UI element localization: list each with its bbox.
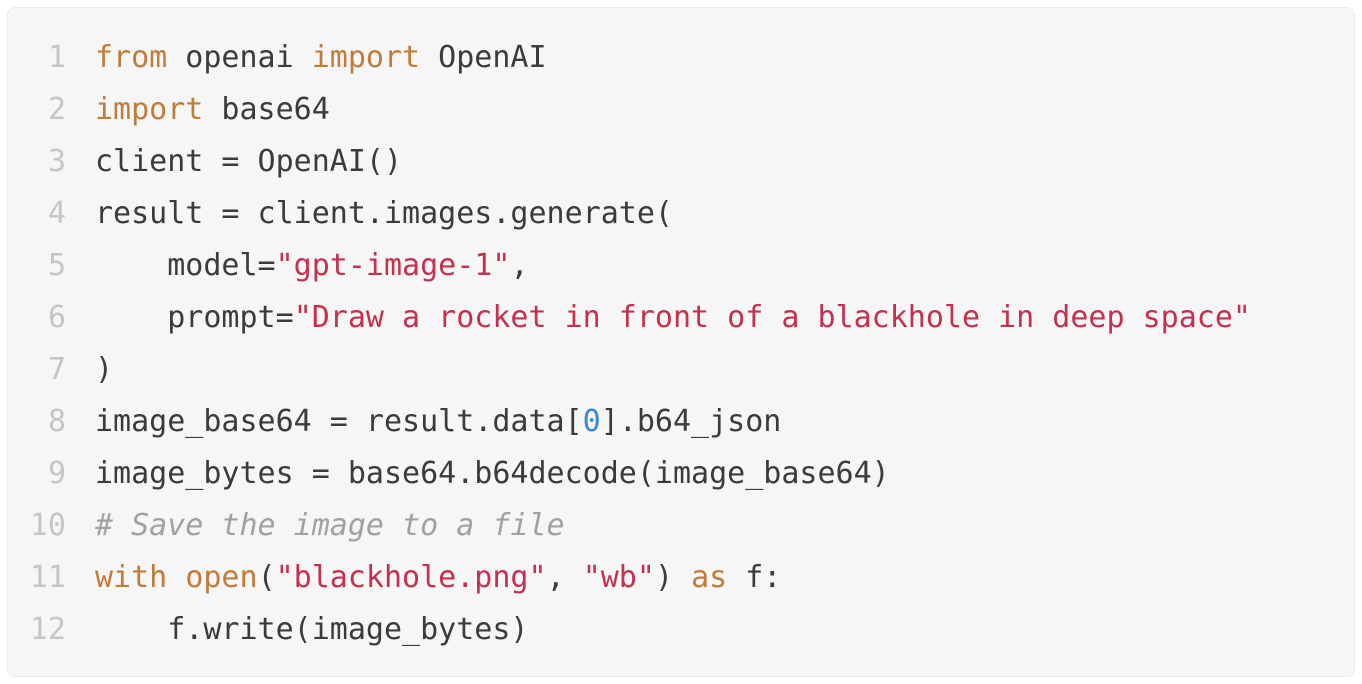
code-line: 2 import base64: [8, 84, 1354, 136]
code-token: import: [311, 40, 421, 75]
code-line: 9 image_bytes = base64.b64decode(image_ba…: [8, 448, 1354, 500]
code-line: 7): [8, 344, 1354, 396]
code-token: "gpt-image-1": [275, 248, 511, 283]
code-token: open: [185, 560, 258, 595]
line-number: 7: [47, 352, 66, 387]
code-token: # Save the image to a file: [95, 508, 565, 543]
code-token: f:: [727, 560, 782, 595]
line-number: 12: [29, 612, 66, 647]
code-token: 0: [582, 404, 601, 439]
code-token: ): [654, 560, 692, 595]
line-number: 2: [47, 92, 66, 127]
code-line: 5 model="gpt-image-1",: [8, 240, 1354, 292]
code-line: 8 image_base64 = result.data[0].b64_json: [8, 396, 1354, 448]
line-number: 9: [47, 456, 66, 491]
code-token: model=: [95, 248, 276, 283]
code-token: import: [95, 92, 204, 127]
line-number: 10: [29, 508, 66, 543]
code-block: 1 from openai import OpenAI 2 import base64…: [7, 7, 1355, 677]
code-line: 12 f.write(image_bytes): [8, 604, 1354, 656]
code-token: f.write(image_bytes): [95, 612, 529, 647]
code-token: client = OpenAI(): [95, 144, 403, 179]
line-number: 8: [47, 404, 66, 439]
code-token: ].b64_json: [600, 404, 782, 439]
code-token: OpenAI: [420, 40, 547, 75]
code-token: result = client.images.generate(: [95, 196, 673, 231]
code-line: 6 prompt="Draw a rocket in front of a bl…: [8, 292, 1354, 344]
code-token: openai: [167, 40, 312, 75]
code-token: image_base64 = result.data[: [95, 404, 583, 439]
code-token: [167, 552, 185, 604]
code-line: 10 # Save the image to a file: [8, 500, 1354, 552]
code-token: base64: [203, 92, 330, 127]
code-token: as: [691, 560, 728, 595]
code-token: with: [95, 560, 168, 595]
line-number: 6: [47, 300, 66, 335]
code-token: (: [257, 560, 276, 595]
line-number: 3: [47, 144, 66, 179]
code-line: 11 with open("blackhole.png", "wb") as f:: [8, 552, 1354, 604]
line-number: 5: [47, 248, 66, 283]
code-token: ): [95, 352, 114, 387]
code-token: "wb": [582, 560, 655, 595]
line-number: 1: [47, 40, 66, 75]
code-token: image_bytes = base64.b64decode(image_bas…: [95, 456, 890, 491]
code-token: prompt=: [95, 300, 294, 335]
code-line: 3 client = OpenAI(): [8, 136, 1354, 188]
code-line: 1 from openai import OpenAI: [8, 32, 1354, 84]
code-line: 4 result = client.images.generate(: [8, 188, 1354, 240]
code-token: "Draw a rocket in front of a blackhole i…: [293, 300, 1251, 335]
line-number: 11: [29, 560, 66, 595]
code-token: ,: [546, 560, 583, 595]
code-token: from: [95, 40, 168, 75]
line-number: 4: [47, 196, 66, 231]
code-token: ,: [510, 248, 529, 283]
code-token: "blackhole.png": [275, 560, 547, 595]
